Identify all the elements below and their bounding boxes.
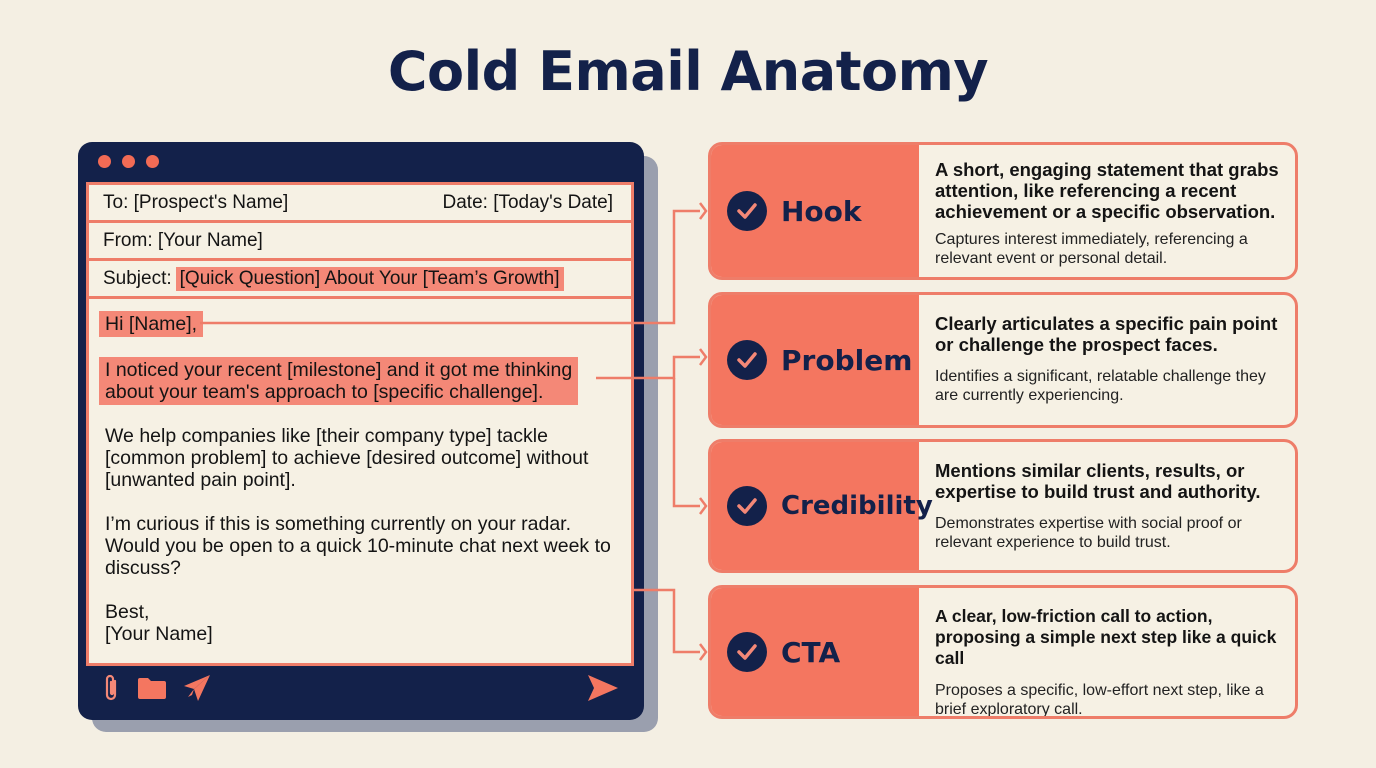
hook-line-2: about your team's approach to [specific … xyxy=(105,381,544,403)
subject-row[interactable]: Subject: [Quick Question] About Your [Te… xyxy=(89,261,631,299)
check-circle-icon xyxy=(727,340,767,380)
paperclip-icon[interactable] xyxy=(100,673,122,708)
send-arrow-icon xyxy=(588,675,618,701)
card-problem: Problem Clearly articulates a specific p… xyxy=(708,292,1298,428)
to-row[interactable]: To: [Prospect's Name] Date: [Today's Dat… xyxy=(89,185,631,223)
card-cta: CTA A clear, low-friction call to action… xyxy=(708,585,1298,719)
card-credibility: Credibility Mentions similar clients, re… xyxy=(708,439,1298,573)
email-window: To: [Prospect's Name] Date: [Today's Dat… xyxy=(78,142,644,720)
card-main-description: A clear, low-friction call to action, pr… xyxy=(935,606,1277,668)
date-field: Date: [Today's Date] xyxy=(442,191,614,213)
email-body[interactable]: Hi [Name], I noticed your recent [milest… xyxy=(89,299,631,645)
minimize-dot-icon[interactable] xyxy=(122,155,135,168)
close-dot-icon[interactable] xyxy=(98,155,111,168)
hook-paragraph: I noticed your recent [milestone] and it… xyxy=(99,357,579,405)
card-sub-description: Proposes a specific, low-effort next ste… xyxy=(935,682,1264,718)
folder-icon[interactable] xyxy=(136,675,168,706)
card-sub-description: Identifies a significant, relatable chal… xyxy=(935,368,1266,404)
to-field[interactable]: To: [Prospect's Name] xyxy=(103,191,289,213)
from-field[interactable]: From: [Your Name] xyxy=(103,229,263,251)
card-hook: Hook A short, engaging statement that gr… xyxy=(708,142,1298,280)
hook-line-1: I noticed your recent [milestone] and it… xyxy=(105,359,573,381)
check-circle-icon xyxy=(727,632,767,672)
signature: [Your Name] xyxy=(105,623,213,645)
card-label: Credibility xyxy=(781,491,933,521)
check-circle-icon xyxy=(727,486,767,526)
send-button[interactable] xyxy=(586,673,620,708)
signoff: Best, xyxy=(105,601,150,623)
cta-paragraph: I’m curious if this is something current… xyxy=(105,513,611,579)
card-label: Problem xyxy=(781,343,913,377)
card-main-description: Clearly articulates a specific pain poin… xyxy=(935,313,1278,355)
check-circle-icon xyxy=(727,191,767,231)
email-toolbar xyxy=(100,673,212,708)
card-main-description: Mentions similar clients, results, or ex… xyxy=(935,460,1261,502)
greeting-line: Hi [Name], xyxy=(99,311,204,337)
card-main-description: A short, engaging statement that grabs a… xyxy=(935,159,1279,222)
credibility-paragraph: We help companies like [their company ty… xyxy=(105,425,589,491)
page-title: Cold Email Anatomy xyxy=(387,40,989,103)
subject-value[interactable]: [Quick Question] About Your [Team’s Grow… xyxy=(175,266,564,291)
card-sub-description: Captures interest immediately, referenci… xyxy=(935,231,1248,267)
email-paper: To: [Prospect's Name] Date: [Today's Dat… xyxy=(86,182,634,666)
card-sub-description: Demonstrates expertise with social proof… xyxy=(935,515,1242,551)
window-controls xyxy=(98,155,159,168)
subject-label: Subject: xyxy=(103,267,172,289)
card-label: CTA xyxy=(781,635,841,669)
maximize-dot-icon[interactable] xyxy=(146,155,159,168)
paper-plane-icon[interactable] xyxy=(182,673,212,708)
card-label: Hook xyxy=(781,194,862,228)
from-row[interactable]: From: [Your Name] xyxy=(89,223,631,261)
